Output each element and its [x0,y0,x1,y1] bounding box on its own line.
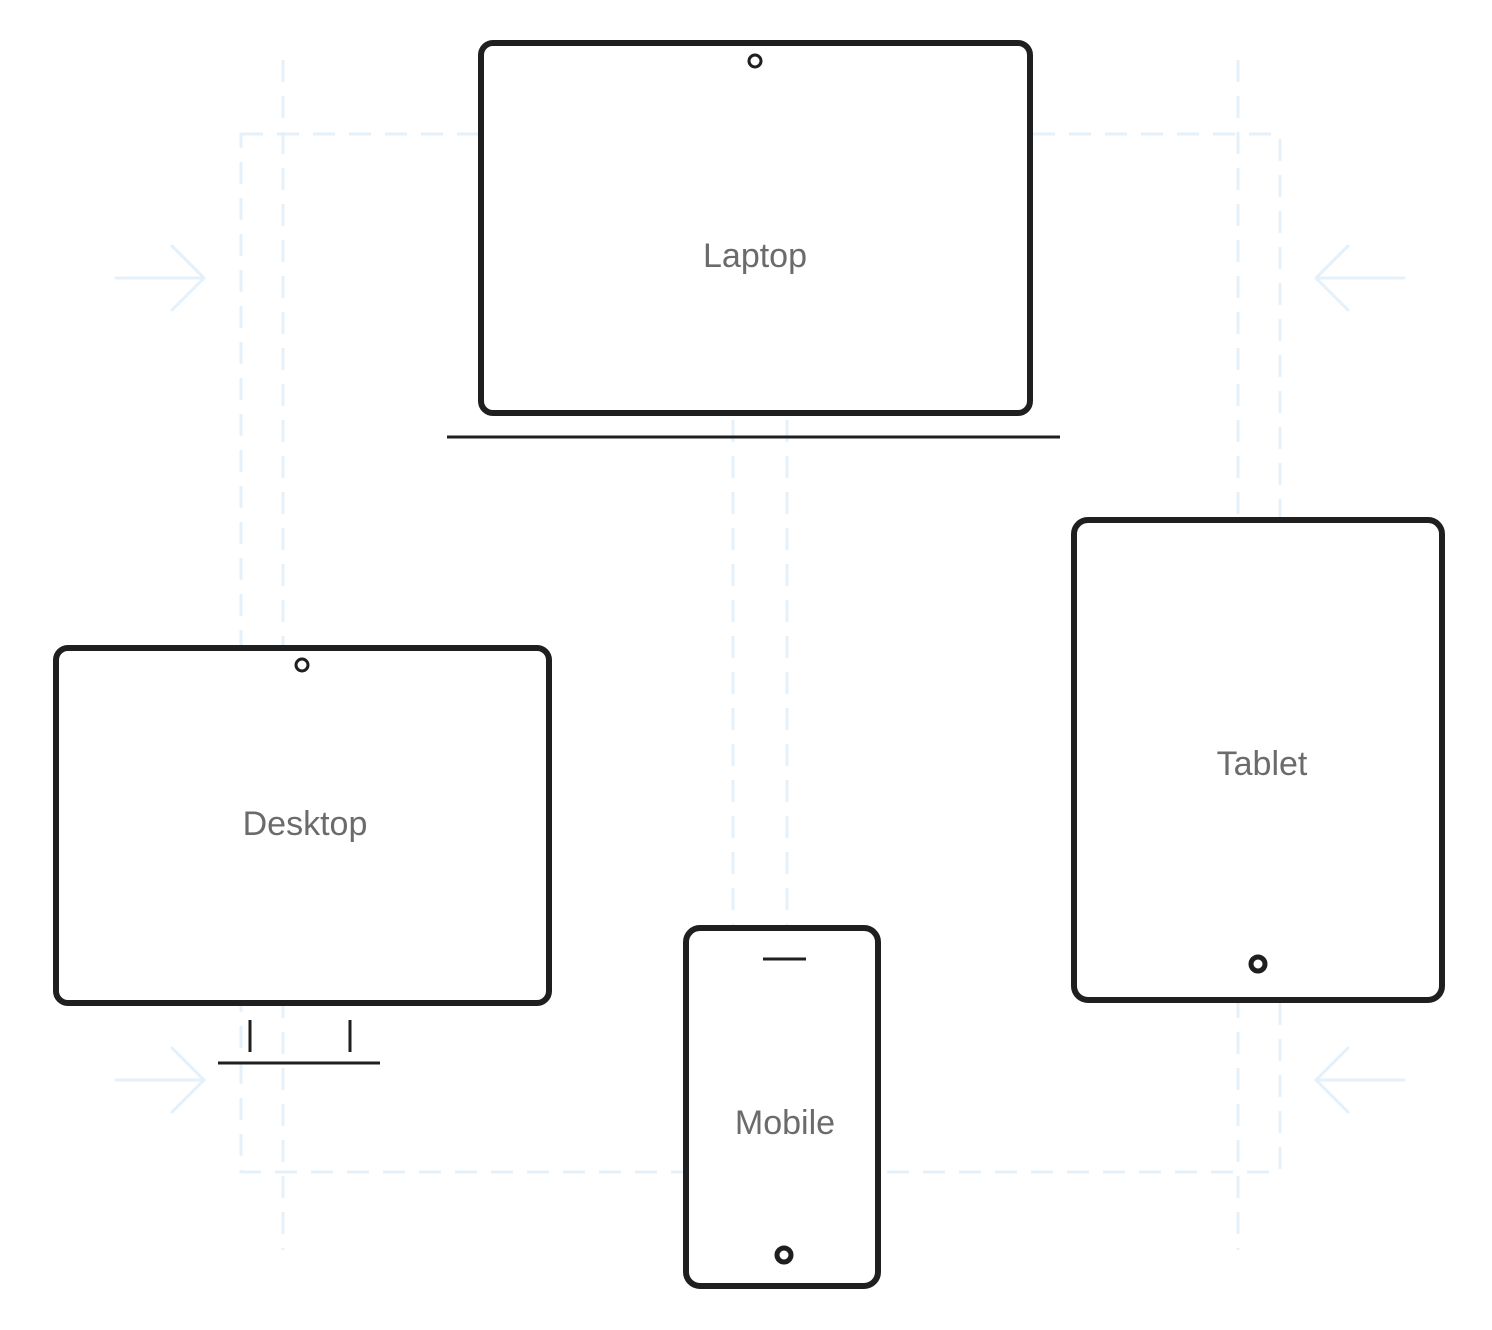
arrow-left-icon [1314,1046,1406,1114]
tablet-home-button-icon [1248,954,1268,974]
desktop-camera-icon [294,657,310,673]
guide-arrows [114,244,1406,1114]
laptop-label: Laptop [703,237,807,275]
desktop-screen [53,645,552,1006]
mobile-frame [683,925,881,1289]
desktop-device: Desktop [53,645,552,1065]
tablet-label: Tablet [1217,745,1308,783]
tablet-device: Tablet [1071,517,1445,1003]
tablet-frame [1071,517,1445,1003]
mobile-label: Mobile [735,1104,835,1142]
laptop-screen [478,40,1033,416]
mobile-home-button-icon [774,1245,794,1265]
arrow-right-icon [114,1046,206,1114]
desktop-label: Desktop [243,805,368,843]
mobile-device: Mobile [683,925,881,1289]
laptop-device: Laptop [447,40,1060,439]
laptop-camera-icon [747,53,763,69]
arrow-left-icon [1314,244,1406,312]
arrow-right-icon [114,244,206,312]
